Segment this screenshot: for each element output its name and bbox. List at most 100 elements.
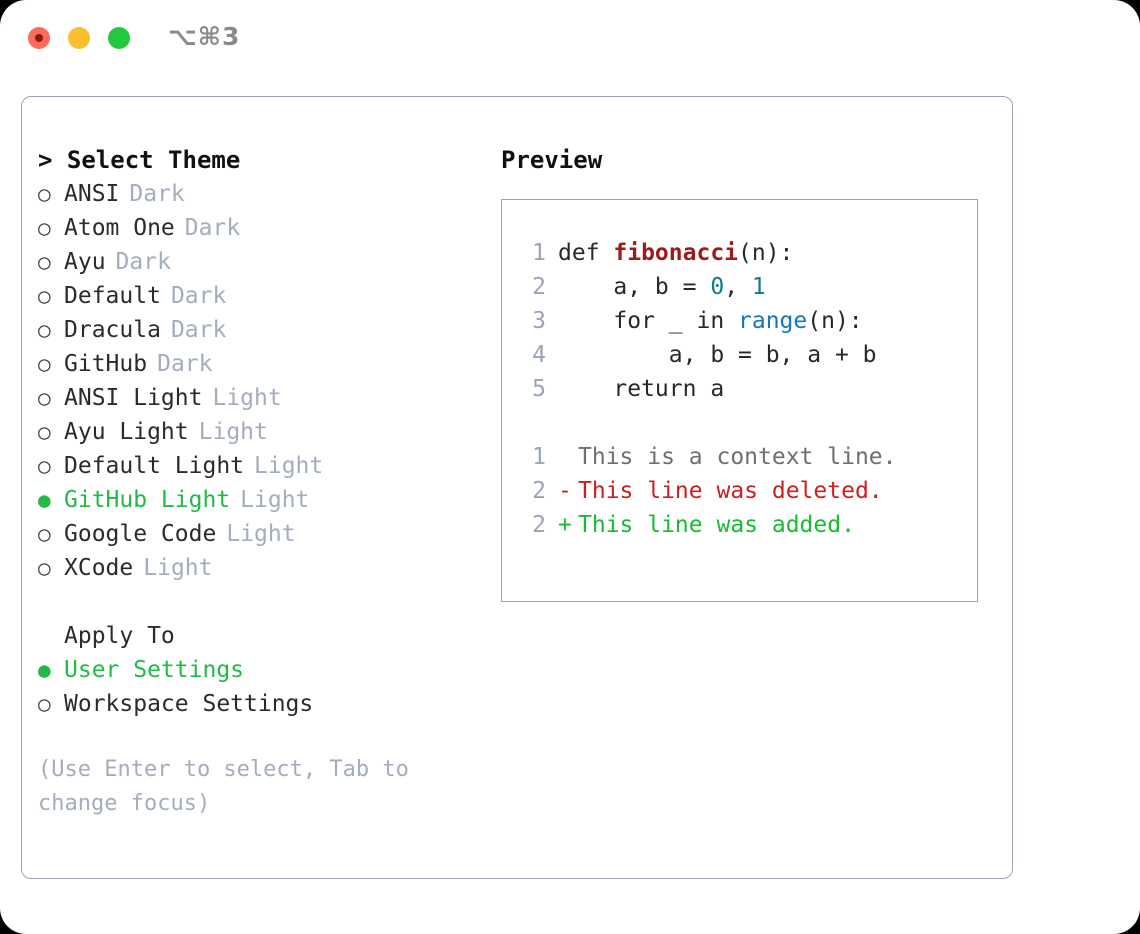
code-token-plain: def — [558, 240, 614, 266]
diff-line-number: 2 — [532, 478, 546, 504]
code-line: 3 for _ in range(n): — [520, 304, 977, 338]
theme-option-atom-one[interactable]: ○ Atom One Dark — [38, 211, 498, 245]
apply-to-option-label: Workspace Settings — [64, 691, 314, 717]
keyboard-hint-text: (Use Enter to select, Tab to change focu… — [38, 757, 409, 816]
diff-line-del: 2-This line was deleted. — [520, 474, 977, 508]
theme-variant-badge: Dark — [184, 215, 241, 241]
code-line-number: 3 — [532, 308, 546, 334]
apply-to-option-label: User Settings — [64, 657, 245, 683]
code-token-plain: return a — [558, 376, 725, 402]
theme-option-label: GitHub Light — [64, 487, 231, 513]
theme-variant-badge: Dark — [157, 351, 213, 377]
code-token-call: range — [738, 308, 808, 334]
code-token-num: 1 — [751, 274, 766, 300]
radio-unselected-icon: ○ — [38, 386, 51, 410]
radio-selected-icon: ● — [38, 658, 51, 682]
diff-sample: 1 This is a context line.2-This line was… — [520, 440, 977, 542]
code-token-plain: , — [724, 274, 752, 300]
apply-to-option-user-settings[interactable]: ● User Settings — [38, 653, 498, 687]
code-token-plain: a, b = b, a + b — [558, 342, 877, 368]
diff-line-ctx: 1 This is a context line. — [520, 440, 977, 474]
code-token-num: 0 — [710, 274, 725, 300]
code-line-number: 1 — [532, 240, 546, 266]
theme-variant-badge: Light — [226, 521, 296, 547]
close-button[interactable] — [28, 27, 50, 49]
diff-line-number: 1 — [532, 444, 546, 470]
radio-selected-icon: ● — [38, 488, 51, 512]
theme-option-google-code[interactable]: ○ Google Code Light — [38, 517, 498, 551]
theme-option-label: Atom One — [64, 215, 175, 241]
radio-unselected-icon: ○ — [38, 420, 51, 444]
theme-option-label: XCode — [64, 555, 134, 581]
radio-unselected-icon: ○ — [38, 318, 51, 342]
code-line-number: 4 — [532, 342, 546, 368]
theme-variant-badge: Dark — [170, 283, 227, 309]
theme-option-xcode[interactable]: ○ XCode Light — [38, 551, 498, 585]
list-spacer — [38, 585, 498, 619]
apply-to-option-workspace-settings[interactable]: ○ Workspace Settings — [38, 687, 498, 721]
radio-unselected-icon: ○ — [38, 250, 51, 274]
diff-line-add: 2 +This line was added. — [520, 508, 977, 542]
theme-option-github-light[interactable]: ● GitHub Light Light — [38, 483, 498, 517]
theme-variant-badge: Light — [143, 555, 213, 581]
radio-unselected-icon: ○ — [38, 692, 51, 716]
theme-variant-badge: Light — [240, 487, 310, 513]
theme-option-label: Default Light — [64, 453, 245, 479]
preview-title: Preview — [501, 146, 603, 174]
diff-marker: - — [558, 478, 572, 504]
radio-unselected-icon: ○ — [38, 182, 51, 206]
theme-option-default[interactable]: ○ Default Dark — [38, 279, 498, 313]
diff-marker: + — [558, 512, 572, 538]
diff-text: This is a context line. — [578, 444, 897, 470]
apply-to-header: Apply To — [64, 623, 175, 649]
radio-unselected-icon: ○ — [38, 216, 51, 240]
radio-unselected-icon: ○ — [38, 522, 51, 546]
radio-unselected-icon: ○ — [38, 556, 51, 580]
theme-variant-badge: Dark — [115, 249, 171, 275]
diff-line-number: 2 — [532, 512, 546, 538]
theme-option-ayu[interactable]: ○ Ayu Dark — [38, 245, 498, 279]
radio-unselected-icon: ○ — [38, 454, 51, 478]
minimize-button[interactable] — [68, 27, 90, 49]
window-titlebar: ⌥⌘3 — [0, 0, 1140, 78]
code-token-plain: for _ in — [558, 308, 739, 334]
diff-text: This line was deleted. — [578, 478, 883, 504]
code-line: 4 a, b = b, a + b — [520, 338, 977, 372]
code-token-func: fibonacci — [613, 240, 739, 266]
apply-to-option-list: ● User Settings ○ Workspace Settings — [38, 653, 498, 721]
theme-variant-badge: Dark — [129, 181, 185, 207]
zoom-button[interactable] — [108, 27, 130, 49]
select-theme-header: > Select Theme — [38, 146, 241, 174]
theme-variant-badge: Light — [254, 453, 324, 479]
theme-option-label: Ayu — [64, 249, 106, 275]
code-line-number: 5 — [532, 376, 546, 402]
theme-option-label: Google Code — [64, 521, 217, 547]
theme-variant-badge: Light — [212, 385, 282, 411]
theme-option-label: GitHub — [64, 351, 148, 377]
radio-unselected-icon: ○ — [38, 352, 51, 376]
close-icon — [35, 34, 43, 42]
theme-option-label: ANSI Light — [64, 385, 203, 411]
keyboard-shortcut-label: ⌥⌘3 — [168, 22, 241, 51]
theme-option-ansi-light[interactable]: ○ ANSI Light Light — [38, 381, 498, 415]
theme-option-label: ANSI — [64, 181, 120, 207]
theme-variant-badge: Light — [198, 419, 268, 445]
code-token-plain: a, b = — [558, 274, 711, 300]
theme-option-label: Default — [64, 283, 161, 309]
code-line: 5 return a — [520, 372, 977, 406]
theme-option-default-light[interactable]: ○ Default Light Light — [38, 449, 498, 483]
radio-unselected-icon: ○ — [38, 284, 51, 308]
theme-option-github[interactable]: ○ GitHub Dark — [38, 347, 498, 381]
theme-option-ansi[interactable]: ○ ANSI Dark — [38, 177, 498, 211]
diff-text: This line was added. — [578, 512, 855, 538]
